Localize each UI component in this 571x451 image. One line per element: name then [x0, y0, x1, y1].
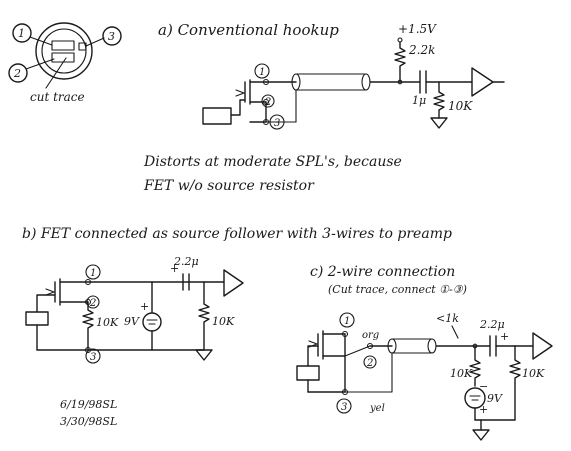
note-line2-a: FET w/o source resistor	[143, 178, 315, 194]
cut-trace-leader	[45, 57, 67, 89]
cable-end-right-c	[427, 338, 437, 354]
pin2-label-c: 2	[366, 358, 373, 369]
pin2-circle-a	[261, 94, 275, 108]
pin3-label-b: 3	[90, 352, 96, 363]
output-resistor-c	[509, 345, 521, 421]
wire-yel-label-c: yel	[369, 403, 385, 414]
cable-end-right-a	[361, 73, 371, 91]
pin3-marker	[102, 26, 122, 46]
capsule-outer	[35, 22, 93, 80]
source-resistor-b	[82, 301, 94, 351]
pin1-label-c: 1	[344, 316, 350, 327]
cap-label-a: 1μ	[412, 94, 426, 107]
date-line2: 3/30/98SL	[60, 415, 117, 428]
pin1-circle-a	[254, 63, 270, 79]
pin3-label-a: 3	[274, 118, 280, 129]
cap-label-c: 2.2μ	[479, 318, 505, 331]
battery-plus-c: +	[479, 403, 488, 416]
pin2-leader	[25, 58, 55, 70]
preamp-a	[471, 67, 494, 97]
legend-pin1-label: 1	[18, 27, 25, 40]
gate-lead-b	[36, 294, 56, 313]
pin2-label-a: 2	[264, 97, 271, 108]
legend-pin3-label: 3	[108, 30, 115, 43]
bias-resistor-label-a: 2.2k	[408, 43, 435, 57]
capsule-b	[25, 311, 49, 326]
date-line1: 6/19/98SL	[60, 398, 117, 411]
pin3-circle-c	[336, 398, 352, 414]
cut-trace-label: cut trace	[30, 90, 85, 104]
pin2-circle-c	[363, 355, 377, 369]
r-small-label-c: <1k	[436, 312, 459, 325]
bias-resistor-a	[394, 41, 406, 83]
junction-a	[397, 79, 403, 85]
battery-b	[142, 312, 162, 332]
section-b: b) FET connected as source follower with…	[22, 226, 452, 364]
ground-c	[472, 429, 490, 441]
shield-return-c	[344, 352, 393, 393]
legend-pin2-label: 2	[13, 67, 21, 80]
pin1-marker	[12, 23, 32, 43]
load-resistor-label-a: 10K	[448, 99, 473, 113]
wire-org-label-c: org	[362, 330, 379, 341]
pin1-circle-b	[85, 264, 101, 280]
preamp-b	[223, 269, 244, 297]
section-a-title: a) Conventional hookup	[158, 21, 339, 39]
section-c-subtitle: (Cut trace, connect ①-③)	[328, 283, 467, 296]
pin3-leader	[85, 37, 105, 47]
battery-plus-b: +	[140, 300, 149, 313]
source-to-org-c	[344, 345, 371, 357]
supply-label-a: +1.5V	[398, 22, 437, 36]
pin1-label-b: 1	[90, 268, 96, 279]
capsule-a	[202, 107, 232, 125]
source-resistor-label-b: 10K	[96, 316, 119, 329]
battery-label-b: 9V	[124, 315, 140, 328]
ground-a	[430, 117, 448, 129]
section-a: a) Conventional hookup 1 2 3 +1.5V 2.	[143, 21, 505, 194]
date-signatures: 6/19/98SL 3/30/98SL	[60, 398, 117, 428]
ground-b	[195, 349, 213, 361]
pin1-label-a: 1	[259, 67, 265, 78]
battery-label-c: 9V	[487, 392, 503, 405]
output-resistor-b	[198, 281, 210, 351]
fet-arrow-b	[45, 288, 55, 296]
preamp-c	[532, 332, 553, 360]
pin2-label-b: 2	[89, 298, 96, 309]
pin1-leader	[29, 36, 53, 46]
output-resistor-label-c: 10K	[522, 367, 545, 380]
cap-plus-b: +	[170, 262, 179, 275]
section-c: c) 2-wire connection (Cut trace, connect…	[296, 264, 553, 441]
section-c-title: c) 2-wire connection	[310, 264, 455, 280]
load-resistor-a	[433, 81, 445, 119]
fet-arrow-c	[308, 340, 318, 348]
node1-c	[341, 330, 349, 338]
pin3-label-c: 3	[341, 402, 347, 413]
capsule-c	[296, 365, 320, 381]
bias-resistor-c	[469, 345, 481, 387]
pin3-circle-b	[85, 348, 101, 364]
gate-lead-a	[230, 99, 246, 116]
cap-label-b: 2.2μ	[173, 255, 199, 268]
gate-lead-c	[307, 345, 319, 367]
pin2-marker	[8, 63, 28, 83]
output-resistor-label-b: 10K	[212, 315, 235, 328]
capsule-legend: 1 3 2 cut trace	[8, 22, 122, 104]
bias-resistor-label-c: 10K	[450, 367, 473, 380]
cap-plus-c: +	[500, 330, 509, 343]
node1-b	[84, 278, 92, 286]
battery-minus-c: −	[479, 380, 488, 393]
capsule-inner	[41, 28, 87, 74]
pin1-circle-c	[339, 312, 355, 328]
pin2-circle-b	[86, 295, 100, 309]
note-line1-a: Distorts at moderate SPL's, because	[143, 154, 402, 170]
pad-upper	[51, 40, 75, 51]
r-small-arrow-c	[451, 325, 459, 339]
pad-lower	[51, 52, 75, 63]
section-b-title: b) FET connected as source follower with…	[22, 226, 452, 242]
fet-arrow-a	[235, 89, 245, 97]
